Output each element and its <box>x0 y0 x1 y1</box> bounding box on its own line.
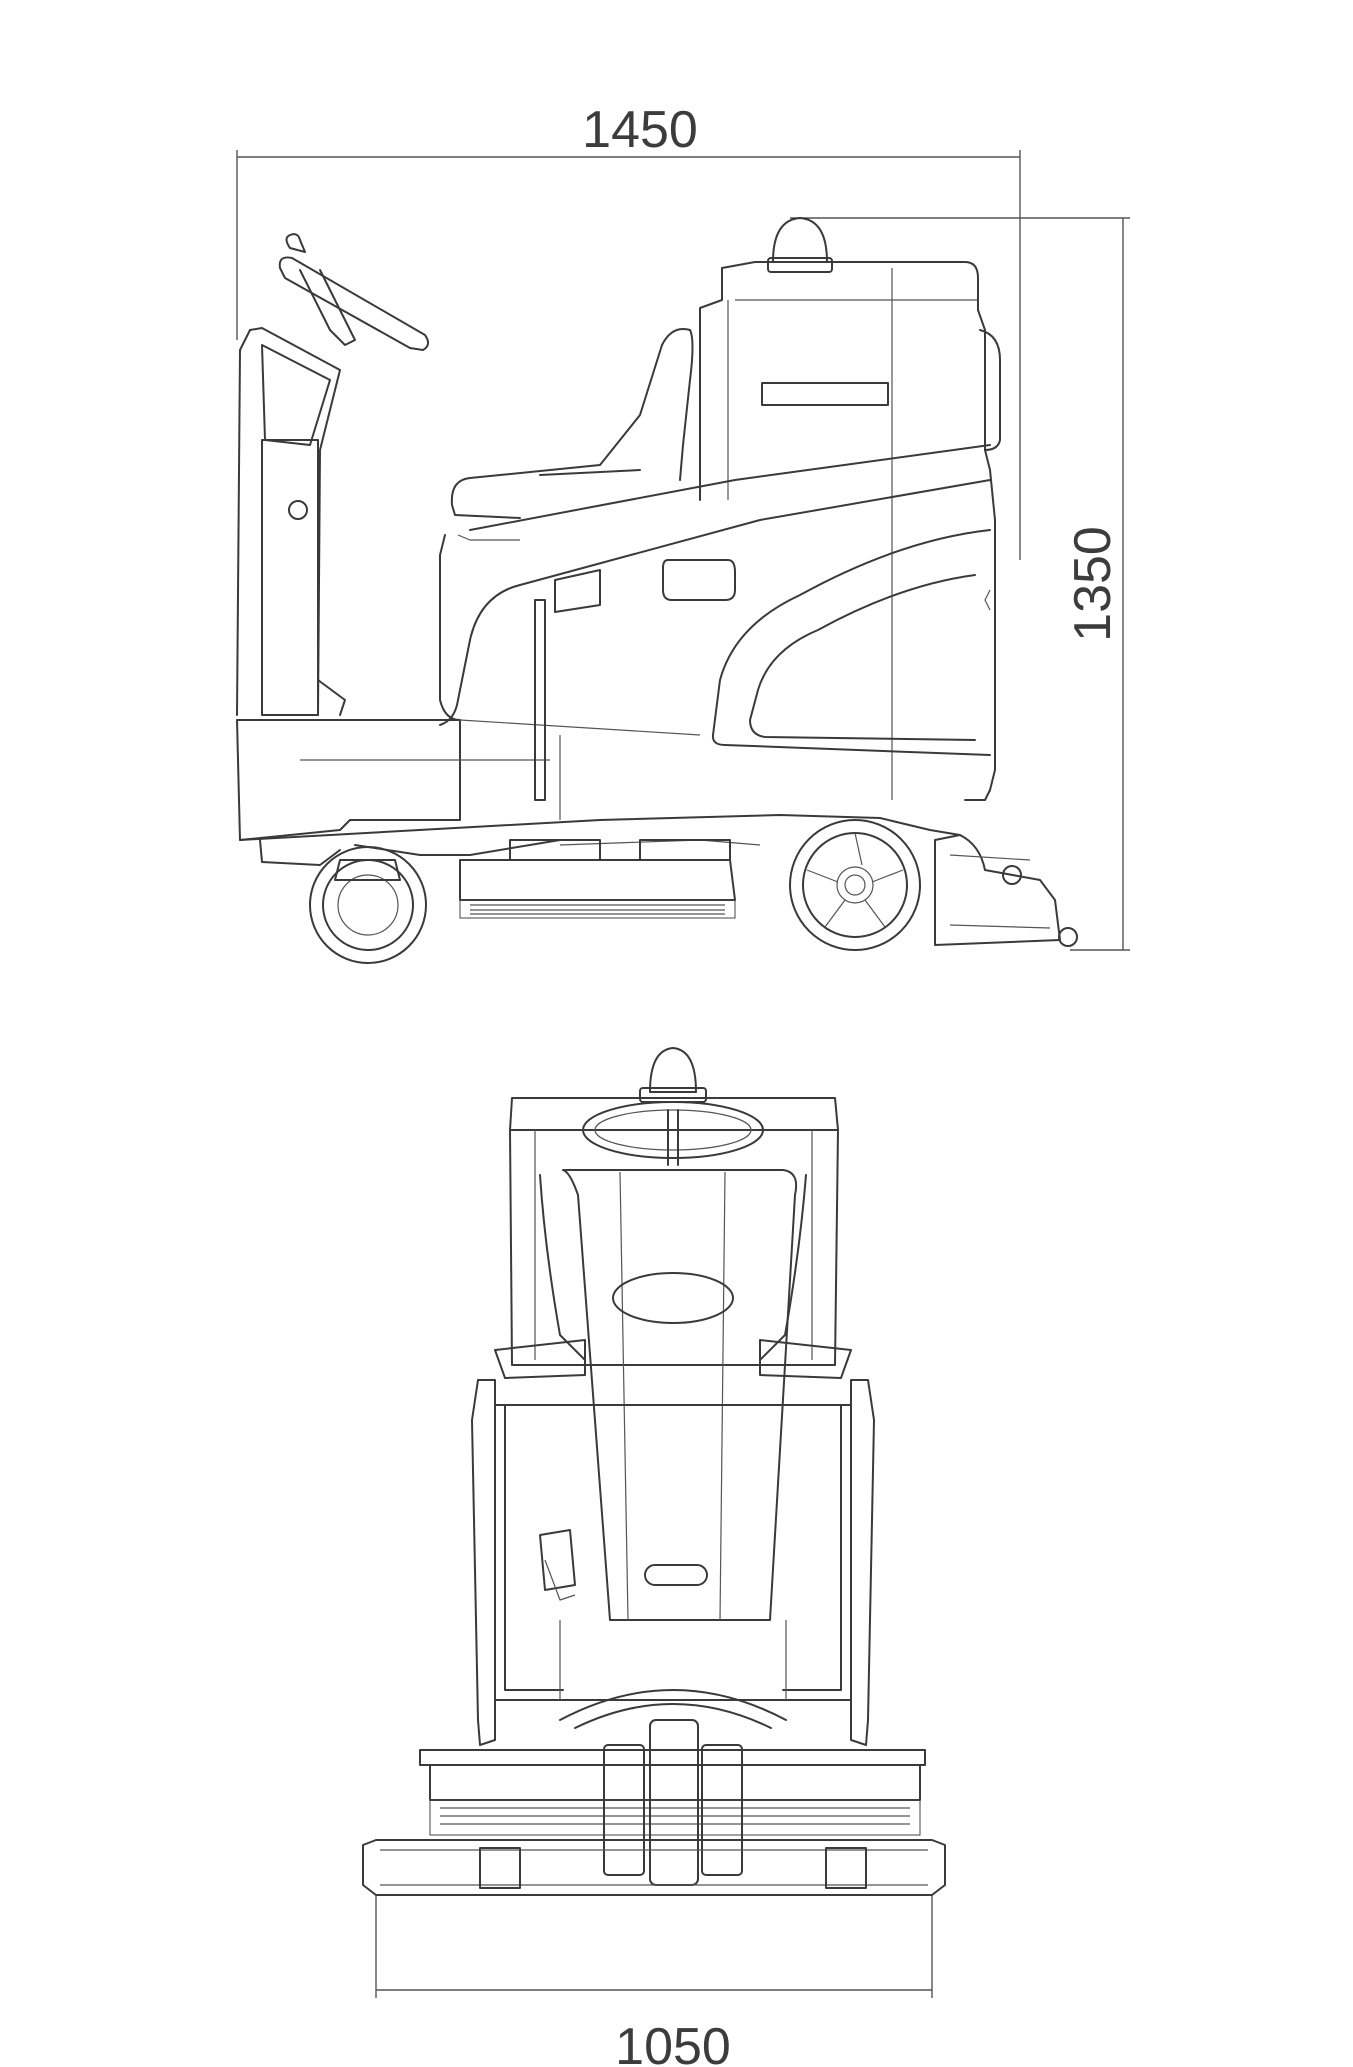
width-dimension: 1050 <box>375 1895 933 2067</box>
main-body <box>439 444 991 756</box>
height-dimension-label: 1350 <box>1064 526 1122 642</box>
beacon-lamp <box>767 217 833 273</box>
height-dimension: 1350 <box>790 217 1130 951</box>
width-dimension-label: 1050 <box>615 2018 731 2067</box>
front-headlight <box>644 1564 708 1586</box>
tank-label-plate <box>761 382 889 406</box>
brush-deck <box>459 839 736 919</box>
front-seat <box>494 1174 852 1379</box>
front-console <box>562 1169 798 1621</box>
front-tank <box>509 1097 839 1366</box>
front-drive-wheel <box>603 1719 743 1886</box>
side-handle <box>554 569 601 613</box>
rear-wheel <box>789 819 921 951</box>
front-squeegee <box>362 1839 946 1896</box>
front-body <box>471 1379 875 1746</box>
front-wheel <box>309 846 427 964</box>
front-brush-deck <box>419 1749 926 1836</box>
key-switch <box>288 500 308 520</box>
steering-column <box>236 327 346 716</box>
steering-wheel <box>278 233 429 351</box>
length-dimension-label: 1450 <box>582 101 698 159</box>
front-view: 1050 <box>362 1047 946 2067</box>
squeegee-assembly <box>934 834 1078 947</box>
side-view: 1450 1350 <box>236 101 1130 964</box>
tank-body <box>699 261 1001 801</box>
length-dimension: 1450 <box>236 101 1021 560</box>
front-steering-wheel <box>582 1101 764 1166</box>
driver-seat <box>450 328 694 541</box>
logo-oval <box>612 1272 734 1324</box>
chassis <box>236 599 961 866</box>
level-tube <box>534 599 546 801</box>
front-beacon <box>639 1047 707 1103</box>
